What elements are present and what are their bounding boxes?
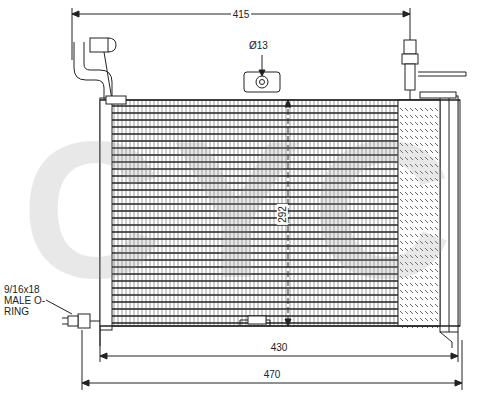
fin: [435, 311, 438, 314]
fin: [425, 318, 428, 321]
dimension: 292: [277, 204, 288, 225]
fin: [420, 311, 423, 314]
fin: [400, 108, 403, 111]
fin: [405, 318, 408, 321]
dimension: 470: [262, 369, 283, 380]
tube: [112, 308, 440, 310]
fin: [430, 318, 433, 321]
fin: [420, 108, 423, 111]
fitting-note: 9/16x18 MALE O-RING: [4, 284, 64, 317]
fin: [425, 108, 428, 111]
fin: [430, 108, 433, 111]
fin: [435, 108, 438, 111]
dimension: 430: [269, 342, 290, 353]
fin: [400, 311, 403, 314]
fin: [435, 318, 438, 321]
fin: [410, 108, 413, 111]
fin: [430, 311, 433, 314]
fin: [415, 108, 418, 111]
fin: [410, 311, 413, 314]
tube: [112, 322, 440, 324]
fin: [415, 318, 418, 321]
fin: [420, 318, 423, 321]
dimension: 415: [231, 9, 252, 20]
tube: [112, 315, 440, 317]
fin: [405, 108, 408, 111]
fin: [410, 318, 413, 321]
tube: [112, 105, 440, 107]
watermark: CYC: [22, 113, 463, 308]
hole-diameter: Ø13: [249, 40, 268, 51]
fin: [400, 318, 403, 321]
fin: [415, 311, 418, 314]
fin: [405, 311, 408, 314]
fin: [425, 311, 428, 314]
